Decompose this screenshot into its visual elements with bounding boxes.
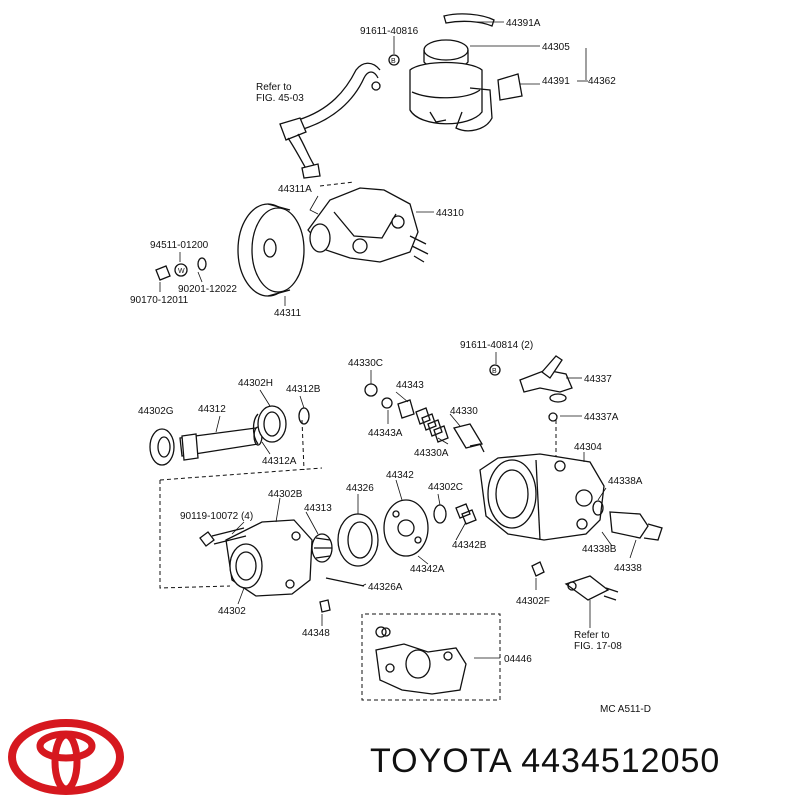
label-44343a: 44343A [368, 428, 403, 439]
label-44338: 44338 [614, 563, 642, 574]
label-91611-40816: 91611-40816 [360, 26, 419, 37]
label-44348: 44348 [302, 628, 330, 639]
label-44312b: 44312B [286, 384, 321, 395]
refer-note-top-line2: FIG. 45-03 [256, 93, 304, 104]
pump-internals: B [149, 355, 663, 701]
label-44342a: 44342A [410, 564, 445, 575]
toyota-logo [8, 719, 124, 795]
label-94511-01200: 94511-01200 [150, 240, 209, 251]
label-91611-40814: 91611-40814 (2) [460, 340, 533, 351]
label-44391a: 44391A [506, 18, 541, 29]
label-44312: 44312 [198, 404, 226, 415]
svg-text:B: B [391, 58, 396, 65]
pump-assembly: W [155, 181, 429, 297]
label-90119-10072: 90119-10072 (4) [180, 511, 253, 522]
label-44311a: 44311A [278, 184, 312, 195]
label-90201-12022: 90201-12022 [178, 284, 237, 295]
label-44391: 44391 [542, 76, 570, 87]
label-44302c: 44302C [428, 482, 463, 493]
label-44337a: 44337A [584, 412, 619, 423]
label-44330a: 44330A [414, 448, 449, 459]
leader-lines [159, 21, 637, 659]
label-44305: 44305 [542, 42, 570, 53]
label-44310: 44310 [436, 208, 464, 219]
label-44342: 44342 [386, 470, 414, 481]
label-44326: 44326 [346, 483, 374, 494]
svg-text:B: B [492, 368, 497, 375]
label-44330c: 44330C [348, 358, 383, 369]
label-44337: 44337 [584, 374, 612, 385]
refer-note-top-line1: Refer to [256, 82, 292, 93]
refer-note-bottom-line1: Refer to [574, 630, 610, 641]
label-44302: 44302 [218, 606, 246, 617]
label-44302b: 44302B [268, 489, 303, 500]
label-44338b: 44338B [582, 544, 617, 555]
reservoir-assembly: B [279, 13, 523, 179]
label-44330: 44330 [450, 406, 478, 417]
label-44302h: 44302H [238, 378, 273, 389]
part-labels: 44391A 91611-40816 44305 44391 44362 Ref… [130, 18, 651, 715]
label-44326a: 44326A [368, 582, 403, 593]
label-44343: 44343 [396, 380, 424, 391]
label-44342b: 44342B [452, 540, 487, 551]
label-44362: 44362 [588, 76, 616, 87]
diagram-code: MC A511-D [600, 704, 651, 715]
label-44338a: 44338A [608, 476, 643, 487]
refer-note-bottom-line2: FIG. 17-08 [574, 641, 622, 652]
label-44302g: 44302G [138, 406, 174, 417]
label-44302f: 44302F [516, 596, 550, 607]
label-44312a: 44312A [262, 456, 297, 467]
label-44313: 44313 [304, 503, 332, 514]
label-90170-12011: 90170-12011 [130, 295, 189, 306]
product-caption: TOYOTA 4434512050 [370, 742, 721, 780]
label-04446: 04446 [504, 654, 532, 665]
svg-text:W: W [178, 268, 185, 275]
label-44311: 44311 [274, 308, 302, 319]
label-44304: 44304 [574, 442, 602, 453]
